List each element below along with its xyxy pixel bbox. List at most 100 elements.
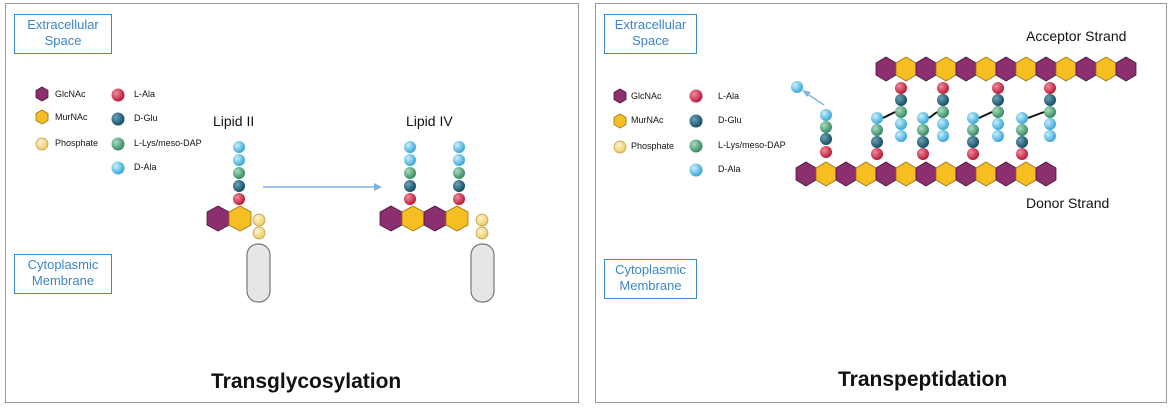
- d-glu-icon: [689, 114, 703, 128]
- d-glu-residue: [404, 180, 416, 192]
- d-ala-residue: [1044, 118, 1056, 130]
- murnac-sugar: [935, 56, 957, 82]
- d-ala-residue: [404, 154, 416, 166]
- legend-murnac-label: MurNAc: [631, 115, 664, 125]
- d-ala-residue: [992, 130, 1004, 142]
- glcnac-sugar: [955, 161, 977, 187]
- donor-peptide: [1016, 112, 1028, 160]
- d-ala-released: [791, 81, 803, 93]
- murnac-sugar: [975, 56, 997, 82]
- glcnac-sugar: [995, 56, 1017, 82]
- glcnac-icon: [613, 88, 627, 104]
- l-lys-residue: [992, 106, 1004, 118]
- murnac-sugar: [935, 161, 957, 187]
- membrane-protein: [246, 243, 271, 303]
- transglycosylation-title: Transglycosylation: [211, 370, 402, 393]
- murnac-sugar: [445, 205, 469, 232]
- phosphate-group: [475, 226, 489, 240]
- arrow-head-icon: [374, 183, 382, 191]
- glcnac-sugar: [379, 205, 403, 232]
- lipid-ii-label: Lipid II: [213, 113, 255, 129]
- extracellular-space-box: Extracellular Space: [604, 14, 697, 54]
- legend-d-ala-label: D-Ala: [134, 162, 157, 172]
- glcnac-sugar: [1115, 56, 1137, 82]
- lipid-iv-label: Lipid IV: [406, 113, 453, 129]
- d-glu-residue: [992, 94, 1004, 106]
- legend-d-glu-label: D-Glu: [718, 115, 742, 125]
- glcnac-sugar: [423, 205, 447, 232]
- donor-peptide: [917, 112, 929, 160]
- d-glu-residue: [967, 136, 979, 148]
- glcnac-sugar: [955, 56, 977, 82]
- transpeptidation-diagram: [613, 56, 1158, 303]
- donor-strand-label: Donor Strand: [1026, 195, 1110, 211]
- d-glu-residue: [233, 180, 245, 192]
- phosphate-group: [252, 226, 266, 240]
- crosslink-bond: [928, 111, 938, 119]
- l-ala-residue: [453, 193, 465, 205]
- acceptor-strand: [875, 56, 1137, 82]
- d-glu-residue: [917, 136, 929, 148]
- donor-peptide: [871, 112, 883, 160]
- crosslink-bond: [1027, 111, 1045, 119]
- cytoplasmic-membrane-box: Cytoplasmic Membrane: [14, 254, 112, 294]
- legend-murnac-label: MurNAc: [55, 112, 88, 122]
- murnac-sugar: [228, 205, 252, 232]
- acceptor-peptide: [895, 82, 907, 142]
- donor-peptide: [967, 112, 979, 160]
- murnac-sugar: [895, 56, 917, 82]
- phosphate-group: [475, 213, 489, 227]
- d-ala-residue: [453, 154, 465, 166]
- l-lys-residue: [233, 167, 245, 179]
- arrow-head-icon: [802, 90, 811, 97]
- l-ala-residue: [937, 82, 949, 94]
- glcnac-sugar: [995, 161, 1017, 187]
- d-ala-residue: [917, 112, 929, 124]
- l-lys-residue: [1044, 106, 1056, 118]
- l-ala-icon: [689, 89, 703, 103]
- glcnac-sugar: [915, 56, 937, 82]
- l-lys-residue: [967, 124, 979, 136]
- d-glu-residue: [937, 94, 949, 106]
- l-lys-residue: [404, 167, 416, 179]
- l-ala-residue: [1016, 148, 1028, 160]
- d-glu-residue: [1016, 136, 1028, 148]
- l-ala-residue: [895, 82, 907, 94]
- murnac-sugar: [815, 161, 837, 187]
- phosphate-icon: [613, 140, 627, 154]
- cytoplasmic-membrane-box: Cytoplasmic Membrane: [604, 259, 697, 299]
- legend-phosphate-label: Phosphate: [631, 141, 675, 151]
- glcnac-icon: [35, 86, 49, 102]
- d-ala-icon: [111, 161, 125, 175]
- donor-strand: [795, 161, 1057, 187]
- l-ala-residue: [233, 193, 245, 205]
- l-ala-residue: [871, 148, 883, 160]
- glcnac-sugar: [835, 161, 857, 187]
- d-ala-residue: [992, 118, 1004, 130]
- glcnac-sugar: [875, 56, 897, 82]
- glcnac-sugar: [1075, 56, 1097, 82]
- d-glu-icon: [111, 112, 125, 126]
- l-lys-residue: [917, 124, 929, 136]
- legend-glcnac-label: GlcNAc: [55, 89, 86, 99]
- l-lys-residue: [895, 106, 907, 118]
- l-ala-residue: [820, 146, 832, 158]
- transpeptidation-panel: Extracellular Space Cytoplasmic Membrane: [595, 3, 1167, 403]
- d-ala-residue: [820, 109, 832, 121]
- d-glu-residue: [453, 180, 465, 192]
- l-lys-residue: [453, 167, 465, 179]
- d-ala-residue: [1044, 130, 1056, 142]
- l-ala-residue: [1044, 82, 1056, 94]
- d-glu-residue: [871, 136, 883, 148]
- murnac-sugar: [1015, 56, 1037, 82]
- crosslink-bond: [882, 111, 896, 119]
- l-lys-icon: [111, 137, 125, 151]
- murnac-sugar: [1055, 56, 1077, 82]
- transglycosylation-panel: Extracellular Space Cytoplasmic Membrane: [5, 3, 579, 403]
- l-lys-icon: [689, 139, 703, 153]
- legend-l-lys-label: L-Lys/meso-DAP: [718, 140, 786, 150]
- l-ala-residue: [917, 148, 929, 160]
- glcnac-sugar: [915, 161, 937, 187]
- legend-d-glu-label: D-Glu: [134, 113, 158, 123]
- d-ala-residue: [871, 112, 883, 124]
